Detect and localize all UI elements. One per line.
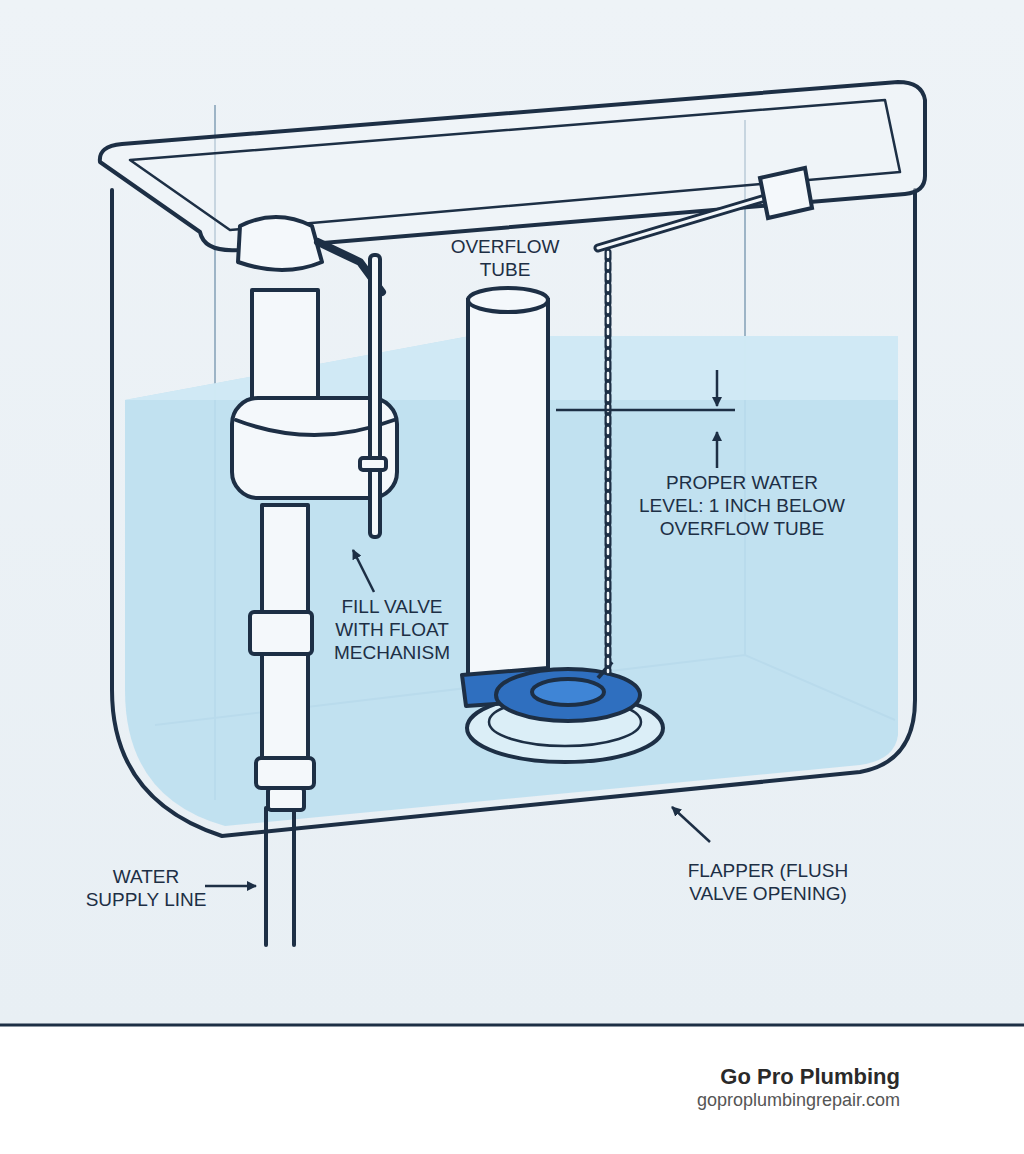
part-label: FLAPPER (FLUSH VALVE OPENING) — [668, 860, 868, 906]
background — [0, 0, 1024, 1025]
brand-name: Go Pro Plumbing — [500, 1064, 900, 1090]
fill-valve — [232, 217, 397, 945]
footer-rule — [0, 1024, 1024, 1027]
brand-url: goproplumbingrepair.com — [500, 1090, 900, 1112]
dimension-note: PROPER WATER LEVEL: 1 INCH BELOW OVERFLO… — [637, 472, 847, 540]
chain-and-lever — [598, 168, 812, 672]
leader-lines — [205, 370, 735, 886]
part-label: FILL VALVE WITH FLOAT MECHANISM — [329, 596, 455, 664]
part-label: WATER SUPPLY LINE — [84, 866, 208, 912]
overflow-tube — [468, 288, 548, 692]
part-label: OVERFLOW TUBE — [449, 236, 561, 282]
tank-outline — [100, 82, 925, 836]
flapper — [462, 662, 663, 762]
footer-band — [0, 1025, 1024, 1154]
